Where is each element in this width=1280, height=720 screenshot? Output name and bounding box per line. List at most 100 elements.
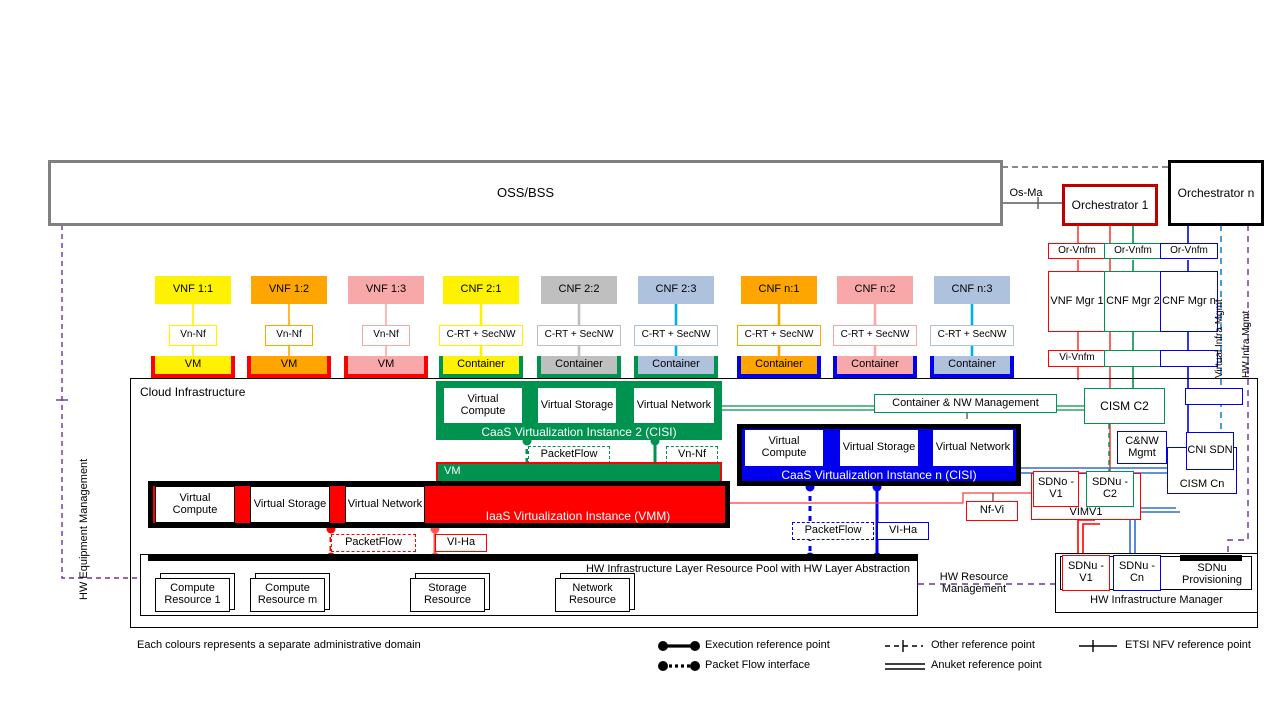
admin-domain-footnote: Each colours represents a separate admin…	[137, 639, 421, 651]
sdnu-c2-box[interactable]: SDNu -C2	[1086, 471, 1134, 507]
virtual-infra-mgmt-label: Virtual Infra Mgmt	[1214, 299, 1225, 378]
workload-box-1[interactable]: VNF 1:2	[251, 276, 327, 304]
workload-interface-7: C-RT + SecNW	[833, 325, 917, 346]
legend-etsi-label: ETSI NFV reference point	[1125, 639, 1251, 651]
cnf-mgr-n-box[interactable]: CNF Mgr n	[1160, 271, 1218, 332]
cisi2-vm-bar[interactable]	[436, 462, 722, 483]
workload-label: CNF n:3	[951, 283, 993, 296]
workload-interface-label: C-RT + SecNW	[641, 329, 711, 341]
workload-interface-label: Vn-Nf	[276, 329, 302, 341]
hw-infrastructure-manager-label: HW Infrastructure Manager	[1090, 594, 1223, 607]
workload-label: VNF 1:2	[268, 283, 310, 296]
workload-label: VNF 1:1	[172, 283, 214, 296]
vi-vnfm-label: Vi-Vnfm	[1048, 350, 1106, 367]
workload-label: CNF n:1	[758, 283, 800, 296]
sdnu-v1-box[interactable]: SDNu -V1	[1062, 555, 1110, 591]
nf-vi-label: Nf-Vi	[966, 501, 1018, 521]
iaas-virtualization-instance-vmm[interactable]	[148, 481, 730, 528]
workload-interface-0: Vn-Nf	[169, 325, 217, 346]
vi-vnfm-blue-slot	[1160, 350, 1218, 367]
legend-execution-reference-point: Execution reference point	[655, 637, 885, 655]
workload-box-2[interactable]: VNF 1:3	[348, 276, 424, 304]
orchestrator-1-box[interactable]: Orchestrator 1	[1062, 184, 1158, 226]
workload-box-5[interactable]: CNF 2:3	[638, 276, 714, 304]
hw-resource-label: Network Resource	[568, 582, 617, 606]
legend-packet-flow-label: Packet Flow interface	[705, 659, 811, 671]
workload-label: CNF 2:3	[655, 283, 697, 296]
workload-host-label-3: Container	[443, 356, 519, 374]
hw-infra-mgmt-label: HW Infra Mgmt	[1241, 310, 1252, 378]
workload-interface-label: C-RT + SecNW	[446, 329, 516, 341]
container-nw-management-box[interactable]: Container & NW Management	[874, 394, 1057, 413]
workload-interface-4: C-RT + SecNW	[537, 325, 621, 346]
cnf-mgr-2-box[interactable]: CNF Mgr 2	[1104, 271, 1162, 332]
cism-c2-box[interactable]: CISM C2	[1084, 388, 1165, 424]
workload-host-text: VM	[184, 358, 202, 371]
workload-label: CNF 2:2	[558, 283, 600, 296]
oss-bss-label: OSS/BSS	[496, 185, 555, 201]
workload-interface-label: C-RT + SecNW	[744, 329, 814, 341]
vmm-virtual-compute[interactable]: Virtual Compute	[155, 486, 235, 523]
sdno-v1-box[interactable]: SDNo -V1	[1033, 471, 1079, 507]
workload-box-6[interactable]: CNF n:1	[741, 276, 817, 304]
cisi2-virtual-compute[interactable]: Virtual Compute	[444, 388, 522, 423]
workload-box-0[interactable]: VNF 1:1	[155, 276, 231, 304]
workload-interface-label: C-RT + SecNW	[544, 329, 614, 341]
workload-host-text: Container	[555, 358, 603, 371]
cisi2-virtual-storage[interactable]: Virtual Storage	[538, 388, 616, 423]
legend-execution-label: Execution reference point	[705, 639, 830, 651]
cisi2-vm-label: VM	[444, 465, 461, 477]
cni-sdn-box[interactable]: CNI SDN	[1186, 432, 1234, 470]
workload-interface-label: Vn-Nf	[180, 329, 206, 341]
workload-host-label-2: VM	[348, 356, 424, 374]
cisin-vi-ha-label: VI-Ha	[877, 522, 929, 540]
workload-host-text: VM	[377, 358, 395, 371]
virtual-infra-mgmt-slot	[1185, 388, 1243, 405]
hw-resource-2[interactable]: Storage Resource	[410, 578, 485, 612]
workload-host-label-5: Container	[638, 356, 714, 374]
vimv1-label: VIMV1	[1069, 506, 1103, 519]
hw-resource-0[interactable]: Compute Resource 1	[155, 578, 230, 612]
cisi2-virtual-network[interactable]: Virtual Network	[634, 388, 714, 423]
workload-interface-8: C-RT + SecNW	[930, 325, 1014, 346]
workload-box-8[interactable]: CNF n:3	[934, 276, 1010, 304]
workload-host-text: Container	[851, 358, 899, 371]
sdnu-cn-box[interactable]: SDNu -Cn	[1113, 555, 1161, 591]
workload-host-label-6: Container	[741, 356, 817, 374]
workload-interface-5: C-RT + SecNW	[634, 325, 718, 346]
cisin-virtual-network[interactable]: Virtual Network	[933, 430, 1013, 466]
hw-pool-top-bar	[148, 554, 918, 561]
workload-interface-label: C-RT + SecNW	[937, 329, 1007, 341]
workload-interface-label: Vn-Nf	[373, 329, 399, 341]
workload-box-7[interactable]: CNF n:2	[837, 276, 913, 304]
cnw-mgmt-box[interactable]: C&NW Mgmt	[1117, 431, 1167, 464]
workload-label: VNF 1:3	[365, 283, 407, 296]
workload-box-3[interactable]: CNF 2:1	[443, 276, 519, 304]
oss-bss-box[interactable]: OSS/BSS	[48, 160, 1003, 226]
legend-other-reference-point: Other reference point	[883, 637, 1093, 655]
hw-resource-1[interactable]: Compute Resource m	[250, 578, 325, 612]
or-vnfm-green-label: Or-Vnfm	[1104, 243, 1162, 259]
cisin-virtual-storage[interactable]: Virtual Storage	[840, 430, 918, 466]
hw-resource-label: Storage Resource	[423, 582, 472, 606]
hw-equipment-management-label: HW Equipment Management	[78, 458, 90, 600]
workload-host-label-0: VM	[155, 356, 231, 374]
legend-anuket-reference-point: Anuket reference point	[883, 657, 1093, 675]
cisin-packetflow-label: PacketFlow	[792, 522, 874, 540]
legend-other-label: Other reference point	[931, 639, 1035, 651]
vnf-mgr-1-box[interactable]: VNF Mgr 1	[1048, 271, 1106, 332]
legend-etsi-nfv-reference-point: ETSI NFV reference point	[1077, 637, 1280, 655]
vmm-virtual-network[interactable]: Virtual Network	[345, 486, 425, 523]
workload-box-4[interactable]: CNF 2:2	[541, 276, 617, 304]
workload-interface-3: C-RT + SecNW	[439, 325, 523, 346]
workload-host-label-1: VM	[251, 356, 327, 374]
workload-host-label-4: Container	[541, 356, 617, 374]
cisin-virtual-compute[interactable]: Virtual Compute	[745, 430, 823, 466]
orchestrator-n-box[interactable]: Orchestrator n	[1168, 160, 1264, 226]
workload-host-label-8: Container	[934, 356, 1010, 374]
hw-resource-3[interactable]: Network Resource	[555, 578, 630, 612]
workload-interface-label: C-RT + SecNW	[840, 329, 910, 341]
workload-label: CNF n:2	[854, 283, 896, 296]
vmm-virtual-storage[interactable]: Virtual Storage	[250, 486, 330, 523]
